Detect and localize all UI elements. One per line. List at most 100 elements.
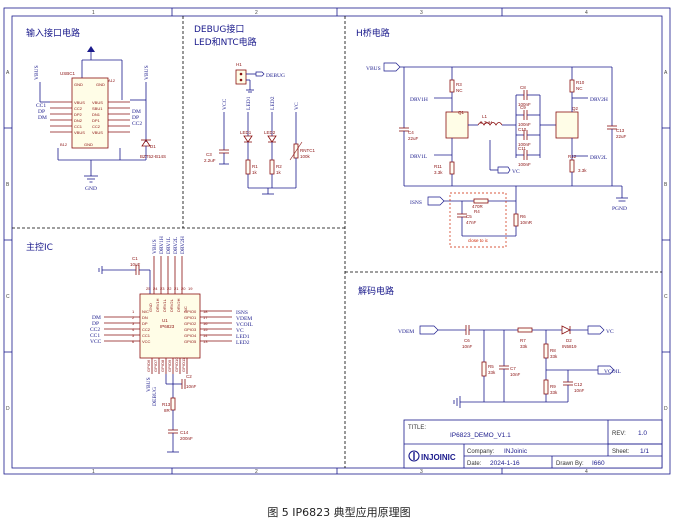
- r5-value: 33k: [488, 370, 496, 375]
- input-net-cc1: CC1: [36, 103, 46, 109]
- hb-vc: VC: [512, 169, 520, 175]
- ntc-value: 100k: [300, 154, 311, 159]
- section-title-input: 输入接口电路: [26, 27, 80, 39]
- mcu-left-net-0: DM: [92, 315, 101, 321]
- usbc-rpin-2: DN1: [92, 112, 101, 117]
- debug-header: [235, 69, 247, 85]
- mcu-top-net-4: DRV2H: [180, 236, 186, 254]
- r8-ref: R8: [550, 348, 556, 353]
- hb-pgnd: PGND: [612, 206, 627, 212]
- left-num-1: 2: [132, 315, 135, 320]
- usbc-ref: USBC1: [60, 71, 76, 76]
- right-pin-1: GPIO1: [184, 315, 197, 320]
- input-net-cc2-r: CC2: [132, 121, 142, 127]
- r2-body: [269, 159, 275, 175]
- esd-diode-part: BZT52-B14S: [140, 154, 166, 159]
- d2-value: IN5819: [562, 344, 577, 349]
- r7-body: [517, 327, 533, 333]
- decode-circuit: VDEM C6 10nF R5 33k R7 33k C7 10nF R8 33…: [398, 325, 621, 408]
- c11-ref: C11: [518, 146, 526, 151]
- usbc-gnd-r: GND: [96, 82, 105, 87]
- section-title-debug-1: DEBUG接口: [194, 23, 244, 35]
- logo-text: INJOINIC: [421, 453, 456, 462]
- right-pin-0: GPIO0: [184, 309, 197, 314]
- sheet-value: 1/1: [640, 448, 649, 455]
- r4-body: [473, 198, 489, 204]
- r9-ref: R9: [550, 384, 556, 389]
- c8-value: 100nF: [518, 102, 531, 107]
- c11-value: 100nF: [518, 162, 531, 167]
- top-num-4: 21: [174, 286, 179, 291]
- debug-net-led1: LED1: [246, 96, 252, 110]
- mcu-right-net-0: ISNS: [236, 310, 248, 316]
- usbc-lpin-2: DP2: [74, 112, 83, 117]
- bottom-pin-3: GPIO9: [167, 359, 172, 372]
- rev-label: REV:: [612, 431, 626, 437]
- top-ruler: 1 2 3 4: [92, 8, 588, 16]
- header-ref: H1: [236, 62, 242, 67]
- usbc-lpin-5: VBUS: [74, 130, 85, 135]
- c2-value: 10nF: [186, 384, 197, 389]
- close-to-ic-box: [449, 192, 507, 248]
- r13-ref: R13: [162, 402, 171, 407]
- r11-body: [449, 161, 455, 175]
- top-num-5: 20: [181, 286, 186, 291]
- top-pin-name-5: NC: [183, 306, 188, 312]
- r7-value: 33k: [520, 344, 528, 349]
- right-num-3: 15: [203, 327, 208, 332]
- ruler-row-d: D: [6, 406, 10, 412]
- left-pin-3: CC2: [142, 327, 151, 332]
- bottom-pin-2: GPIO8: [160, 359, 165, 372]
- r8-body: [543, 343, 549, 359]
- ruler-col-2-bottom: 2: [255, 469, 258, 475]
- ruler-col-3-bottom: 3: [420, 469, 423, 475]
- c4-ref: C4: [408, 130, 414, 135]
- left-pin-4: CC1: [142, 333, 151, 338]
- r8-value: 33k: [550, 354, 558, 359]
- l1-value: 6.3uH: [480, 120, 492, 125]
- usbc-rpin-4: CC2: [92, 124, 101, 129]
- c1-value: 10uF: [130, 262, 141, 267]
- ruler-col-4-bottom: 4: [585, 469, 588, 475]
- usbc-shell-bottom: B12: [60, 142, 68, 147]
- top-pin-name-4: DRV2H: [176, 298, 181, 312]
- bottom-pin-5: GPIO11: [181, 357, 186, 372]
- r1-ref: R1: [252, 164, 258, 169]
- top-pin-name-3: DRV2L: [169, 298, 174, 312]
- top-num-6: 19: [188, 286, 193, 291]
- usbc-gnd-bottom: GND: [84, 142, 93, 147]
- r3-ref: R3: [456, 82, 462, 87]
- q2-body: [555, 111, 579, 139]
- section-title-decode: 解码电路: [358, 285, 394, 297]
- usbc-lpin-0: VBUS: [74, 100, 85, 105]
- top-pin-name-1: DRV1H: [155, 298, 160, 312]
- c5-ref: C5: [466, 214, 472, 219]
- r3-value: NC: [456, 88, 463, 93]
- c3-ref: C3: [206, 152, 212, 157]
- ruler-col-4: 4: [585, 10, 588, 16]
- left-num-4: 5: [132, 333, 135, 338]
- r2-ref: R2: [276, 164, 282, 169]
- r11-value: 3.3k: [434, 170, 443, 175]
- usbc-gnd-l: GND: [74, 82, 83, 87]
- c14-value: 200nF: [180, 436, 193, 441]
- left-num-2: 3: [132, 321, 135, 326]
- c10-value: 100nF: [518, 142, 531, 147]
- c13-value: 22uF: [616, 134, 627, 139]
- c4-value: 22uF: [408, 136, 419, 141]
- r3-body: [449, 79, 455, 93]
- r10-value: NC: [576, 86, 583, 91]
- title-value: IP6823_DEMO_V1.1: [450, 432, 511, 439]
- usbc-rpin-3: DP1: [92, 118, 101, 123]
- r2-value: 1k: [276, 170, 282, 175]
- top-num-1: 24: [153, 286, 158, 291]
- l1-ref: L1: [482, 114, 488, 119]
- drawn-label: Drawn By:: [556, 461, 584, 467]
- top-pin-name-2: DRV1L: [162, 298, 167, 312]
- company-value: INJoinic: [504, 448, 528, 455]
- r13-value: 8R: [164, 408, 171, 413]
- ruler-row-d-right: D: [664, 406, 668, 412]
- section-title-debug-2: LED和NTC电路: [194, 36, 257, 48]
- r6-body: [513, 213, 519, 227]
